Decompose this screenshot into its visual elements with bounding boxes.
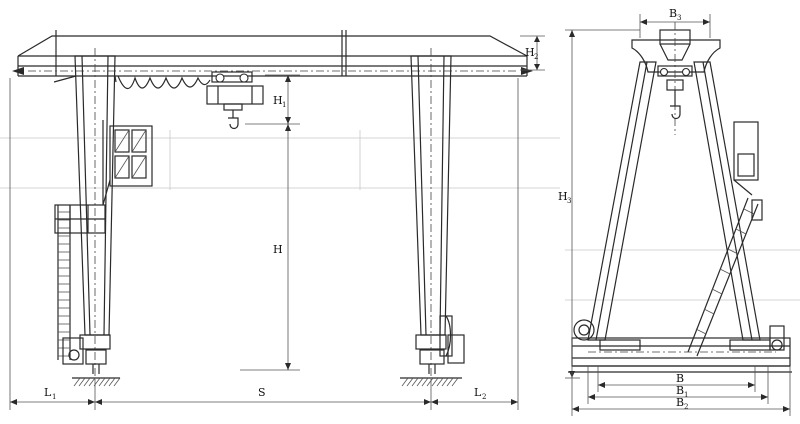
dimension-b: B xyxy=(597,366,756,392)
label-b1-sub: 1 xyxy=(684,391,688,399)
label-b1: B xyxy=(676,384,684,397)
label-l1-sub: 1 xyxy=(52,393,56,401)
label-b2-sub: 2 xyxy=(684,403,688,411)
main-girder xyxy=(12,30,533,77)
label-b2: B xyxy=(676,396,684,409)
left-ground xyxy=(72,377,121,387)
a-frame-legs xyxy=(587,61,761,341)
background-grid xyxy=(0,130,800,301)
right-ground xyxy=(400,377,462,387)
ground-hatch xyxy=(98,377,106,387)
left-ladder xyxy=(57,205,71,360)
dimension-h2: H 2 xyxy=(520,35,545,71)
ground-hatch xyxy=(411,377,419,387)
label-h2-sub: 2 xyxy=(534,53,538,61)
ground-hatch xyxy=(436,377,444,387)
ground-hatch xyxy=(73,377,81,387)
label-h2: H xyxy=(525,46,535,59)
ground-hatch xyxy=(421,377,429,387)
ground-hatch xyxy=(451,377,459,387)
ground-hatch xyxy=(416,377,424,387)
label-b3-sub: 3 xyxy=(677,14,681,22)
label-s: S xyxy=(258,386,266,399)
right-end-carriage xyxy=(419,315,465,374)
front-view: H 1 H H 2 xyxy=(9,30,545,410)
dimension-span: L 1 S L 2 xyxy=(9,78,519,410)
label-h1: H xyxy=(273,94,283,107)
side-ladder xyxy=(687,197,759,357)
festoon-cable xyxy=(117,75,211,90)
ground-hatch xyxy=(113,377,121,387)
dimension-h: H xyxy=(240,124,300,371)
ground-hatch xyxy=(426,377,434,387)
label-h1-sub: 1 xyxy=(282,101,286,109)
ground-hatch xyxy=(401,377,409,387)
ground-hatch xyxy=(441,377,449,387)
dimension-h1: H 1 xyxy=(245,74,300,125)
left-platform xyxy=(54,120,111,234)
label-l2: L xyxy=(474,386,482,399)
side-view: B 3 H 3 B B 1 xyxy=(558,7,792,416)
dimension-b1: B 1 xyxy=(587,366,769,404)
label-l2-sub: 2 xyxy=(482,393,486,401)
ground-hatch xyxy=(108,377,116,387)
ground-hatch xyxy=(83,377,91,387)
ground-hatch xyxy=(431,377,439,387)
ground-hatch xyxy=(446,377,454,387)
label-h3-sub: 3 xyxy=(567,197,571,205)
left-end-carriage xyxy=(62,337,107,374)
right-leg xyxy=(410,48,452,380)
operator-cabin xyxy=(109,125,153,187)
top-head xyxy=(631,22,721,135)
ground-hatch xyxy=(78,377,86,387)
electric-hoist xyxy=(206,71,264,130)
label-b: B xyxy=(676,372,684,385)
label-h3: H xyxy=(558,190,568,203)
ground-hatch xyxy=(103,377,111,387)
ground-hatch xyxy=(88,377,96,387)
base-beam xyxy=(568,319,792,373)
dimension-b3: B 3 xyxy=(639,7,711,38)
label-h: H xyxy=(273,243,283,256)
ground-hatch xyxy=(406,377,414,387)
left-leg xyxy=(53,48,117,380)
label-b3: B xyxy=(669,7,677,20)
side-cabin xyxy=(733,121,763,221)
dimension-b2: B 2 xyxy=(571,366,791,416)
label-l1: L xyxy=(44,386,52,399)
